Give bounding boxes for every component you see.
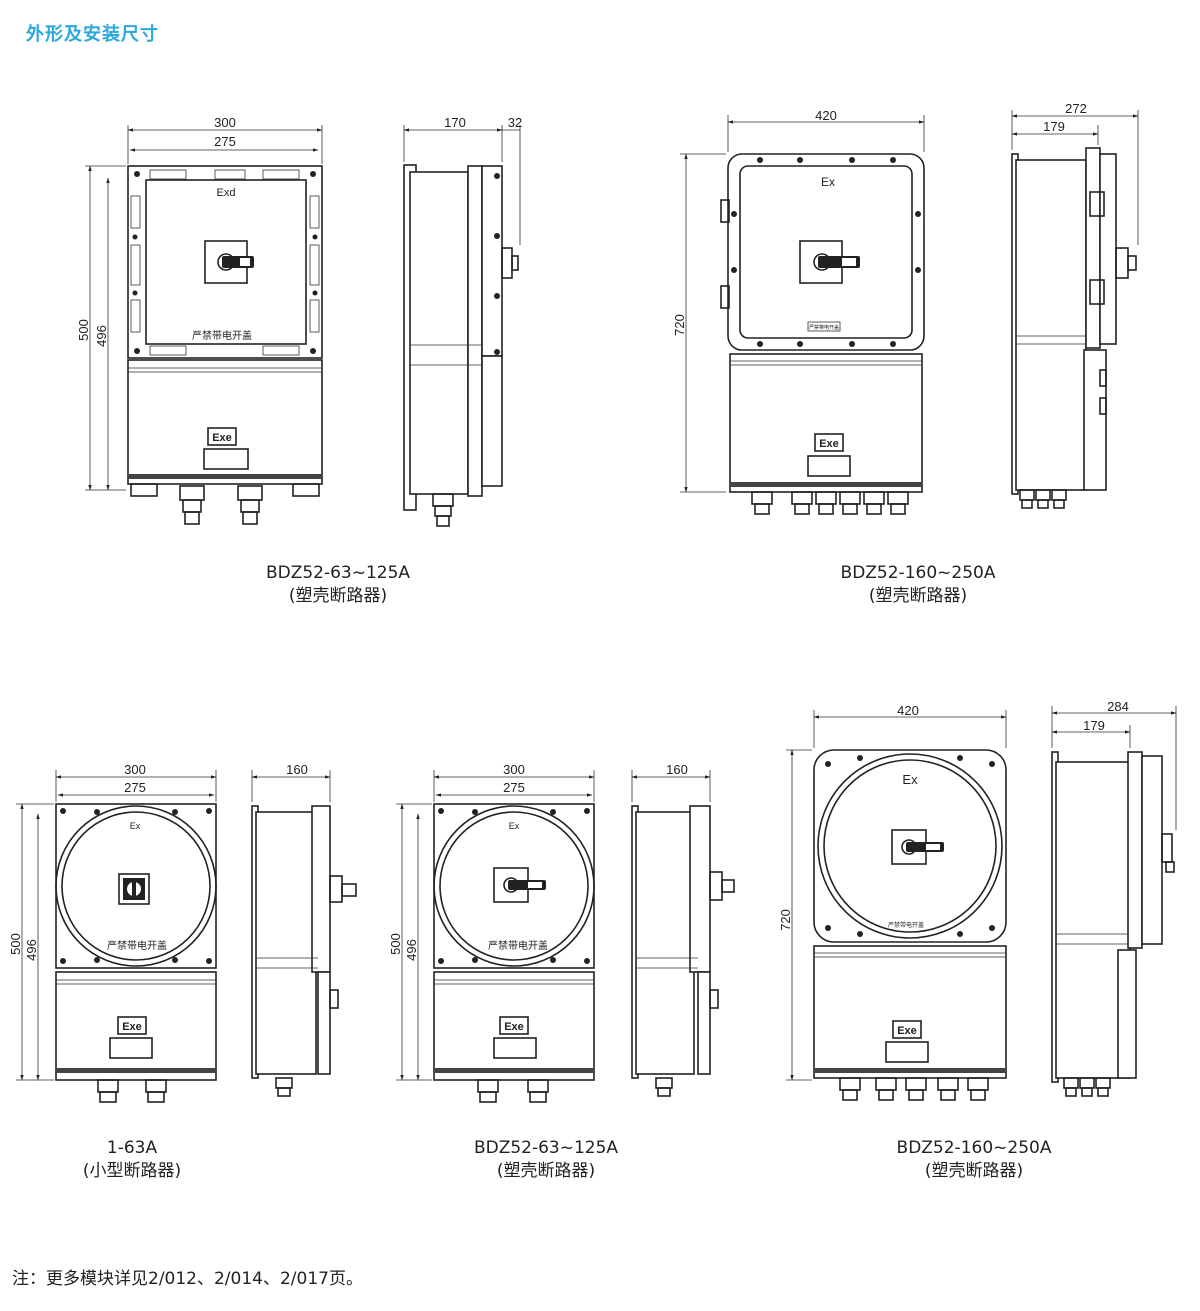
dim-depth: 160 [286, 762, 308, 777]
warning-label: 严禁带电开盖 [192, 329, 252, 342]
lower-mark: Exe [819, 438, 839, 450]
dim-width: 420 [815, 108, 837, 123]
caption-figure-1: BDZ52-63~125A (塑壳断路器) [238, 562, 438, 608]
dim-depth: 170 [444, 115, 466, 130]
figure-bdz52-160-250a-bottom: Ex 严禁带电开盖 Exe 420 720 [778, 699, 1177, 1101]
caption-figure-4: BDZ52-63~125A (塑壳断路器) [446, 1137, 646, 1183]
model-name: BDZ52-160~250A [896, 1138, 1052, 1158]
dim-height-inner: 496 [94, 325, 109, 347]
warning-label: 严禁带电开盖 [107, 939, 167, 952]
figure-bdz52-63-125a-ex: Ex 严禁带电开盖 Exe 300 275 500 496 [388, 762, 735, 1103]
dim-height: 720 [778, 909, 793, 931]
front-view: Ex 严禁带电开盖 Exe 420 720 [778, 703, 1007, 1101]
dim-width-outer: 300 [124, 762, 146, 777]
model-type: (小型断路器) [82, 1161, 182, 1181]
dim-height-inner: 496 [404, 939, 419, 961]
front-view: Exd 严禁带电开盖 Exe 300 275 500 [76, 115, 323, 525]
warning-label: 严禁带电开盖 [888, 921, 924, 929]
upper-mark: Ex [902, 772, 918, 787]
dim-height-outer: 500 [76, 319, 91, 341]
side-view: 160 [251, 762, 357, 1097]
upper-mark: Exd [217, 187, 236, 199]
front-view: Ex 严禁带电开盖 Exe 300 275 500 496 [8, 762, 217, 1103]
warning-label: 严禁带电开盖 [488, 939, 548, 952]
warning-label: 严禁带电开盖 [809, 324, 839, 331]
caption-figure-2: BDZ52-160~250A (塑壳断路器) [818, 562, 1018, 608]
lower-mark: Exe [897, 1025, 917, 1037]
page-title: 外形及安装尺寸 [26, 24, 159, 45]
dim-depth: 160 [666, 762, 688, 777]
model-type: (塑壳断路器) [496, 1161, 596, 1181]
footnote: 注：更多模块详见2/012、2/014、2/017页。 [12, 1269, 363, 1289]
side-view: 272 179 [1011, 101, 1139, 509]
model-type: (塑壳断路器) [868, 586, 968, 606]
model-type: (塑壳断路器) [288, 586, 388, 606]
dim-height-outer: 500 [388, 933, 403, 955]
side-view: 284 179 [1051, 699, 1177, 1097]
caption-figure-5: BDZ52-160~250A (塑壳断路器) [874, 1137, 1074, 1183]
upper-mark: Ex [509, 821, 520, 831]
dim-depth-body: 179 [1043, 119, 1065, 134]
side-view: 160 [631, 762, 735, 1097]
dim-width: 420 [897, 703, 919, 718]
dim-depth-total: 284 [1107, 699, 1129, 714]
caption-figure-3: 1-63A (小型断路器) [32, 1137, 232, 1183]
figure-1-63a: Ex 严禁带电开盖 Exe 300 275 500 496 [8, 762, 357, 1103]
dim-width-outer: 300 [214, 115, 236, 130]
front-view: Ex 严禁带电开盖 Exe 420 720 [672, 108, 925, 515]
lower-mark: Exe [122, 1021, 142, 1033]
figure-bdz52-160-250a-top: Ex 严禁带电开盖 Exe 420 720 [672, 101, 1139, 515]
dim-depth-total: 272 [1065, 101, 1087, 116]
figure-bdz52-63-125a-exd: Exd 严禁带电开盖 Exe 300 275 500 [76, 115, 522, 527]
dim-height-inner: 496 [24, 939, 39, 961]
dim-width-inner: 275 [214, 134, 236, 149]
model-name: BDZ52-63~125A [473, 1138, 619, 1158]
dim-handle: 32 [508, 115, 522, 130]
model-name: 1-63A [106, 1138, 158, 1158]
dim-depth-body: 179 [1083, 718, 1105, 733]
dim-height-outer: 500 [8, 933, 23, 955]
front-view: Ex 严禁带电开盖 Exe 300 275 500 496 [388, 762, 595, 1103]
dim-width-inner: 275 [124, 780, 146, 795]
lower-mark: Exe [504, 1021, 524, 1033]
side-view: 170 32 [403, 115, 522, 527]
upper-mark: Ex [821, 175, 835, 189]
dim-width-outer: 300 [503, 762, 525, 777]
model-type: (塑壳断路器) [924, 1161, 1024, 1181]
dim-width-inner: 275 [503, 780, 525, 795]
dim-height: 720 [672, 314, 687, 336]
model-name: BDZ52-63~125A [265, 563, 411, 583]
lower-mark: Exe [212, 432, 232, 444]
model-name: BDZ52-160~250A [840, 563, 996, 583]
upper-mark: Ex [130, 821, 141, 831]
